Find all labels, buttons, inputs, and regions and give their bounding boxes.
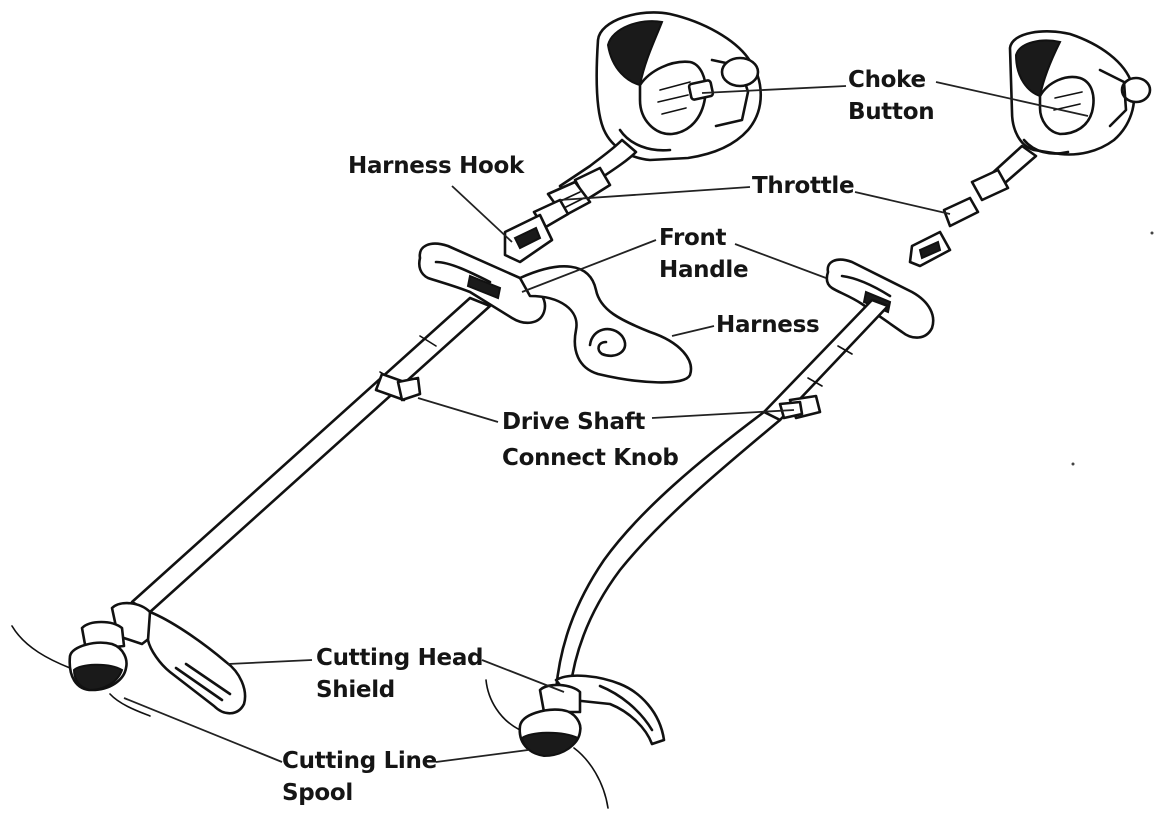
choke-button-label-line1: Choke xyxy=(848,67,926,93)
front-handle-label-line2: Handle xyxy=(659,257,749,283)
harness-label: Harness xyxy=(716,309,820,341)
cutting-line-spool-label-line1: Cutting Line xyxy=(282,748,437,774)
front-handle-label-line1: Front xyxy=(659,225,727,251)
choke-button-label-line2: Button xyxy=(848,99,935,125)
speck xyxy=(1150,231,1154,235)
harness-hook-label-text: Harness Hook xyxy=(348,153,525,179)
harness-label-text: Harness xyxy=(716,312,820,338)
cutting-line-spool-label: Cutting Line Spool xyxy=(282,745,437,809)
cutting-head-shield-label: Cutting Head Shield xyxy=(316,642,484,706)
drive-shaft-connect-knob-label-line2: Connect Knob xyxy=(502,445,679,471)
front-handle-label: Front Handle xyxy=(659,222,749,286)
cutting-head-shield-label-line1: Cutting Head xyxy=(316,645,484,671)
harness-strap xyxy=(518,265,693,384)
curved-shaft-trimmer-icon xyxy=(485,30,1152,809)
cutting-head-shield-label-line2: Shield xyxy=(316,677,395,703)
straight-shaft-trimmer-icon xyxy=(11,11,763,717)
speck xyxy=(1071,462,1075,466)
left-engine xyxy=(595,11,763,162)
throttle-label-text: Throttle xyxy=(752,173,855,199)
drive-shaft-connect-knob-label-line1: Drive Shaft xyxy=(502,409,646,435)
cutting-line-spool-label-line2: Spool xyxy=(282,780,354,806)
harness-hook-label: Harness Hook xyxy=(348,150,524,182)
drive-shaft-connect-knob-label: Drive Shaft Connect Knob xyxy=(502,406,679,474)
right-engine xyxy=(1008,30,1152,156)
throttle-label: Throttle xyxy=(752,170,855,202)
leader-lines xyxy=(123,81,1089,763)
choke-button-label: Choke Button xyxy=(848,64,935,128)
